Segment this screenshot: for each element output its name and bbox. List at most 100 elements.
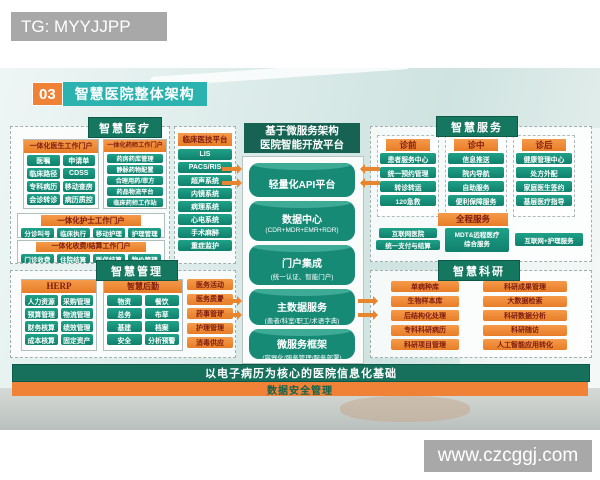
pharmacist-portal-header: 一体化药师工作门户 bbox=[104, 140, 166, 152]
layer-title: 数据中心 bbox=[282, 215, 322, 226]
list-item: 护理管理 bbox=[187, 322, 233, 334]
list-item: 绩效管理 bbox=[60, 321, 93, 332]
list-item: 医务活动 bbox=[187, 279, 233, 290]
panel-smart-research: 单病种库生物样本库后结构化处理专科科研病历科研项目管理 科研成果管理大数据检索科… bbox=[370, 270, 592, 358]
list-item: 科研随访 bbox=[483, 324, 567, 336]
pharmacist-portal-items: 药房药库管理静脉药物配置合理用药/审方药品物流平台临床药师工作站 bbox=[104, 152, 166, 209]
list-item: 移动查房 bbox=[62, 181, 95, 192]
list-item: 健康管理中心 bbox=[516, 153, 572, 164]
list-item: 合理用药/审方 bbox=[107, 176, 163, 185]
list-item: 药品物流平台 bbox=[107, 187, 163, 196]
internet-nursing-box: 互联网+护理服务 bbox=[515, 233, 583, 246]
list-item: 统一预约管理 bbox=[380, 167, 436, 178]
logistics-header: 智慧后勤 bbox=[104, 280, 182, 293]
list-item: 手术麻醉 bbox=[178, 227, 232, 238]
hand bbox=[340, 396, 470, 422]
billing-portal: 一体化收费/结算工作门户 门诊收费住院结算医保结算物价管理 bbox=[17, 240, 165, 263]
list-item: 临床药师工作站 bbox=[107, 198, 163, 207]
list-item: 科研成果管理 bbox=[483, 281, 567, 292]
layer-title: 轻量化API平台 bbox=[268, 180, 336, 191]
list-item: 大数据检索 bbox=[483, 295, 567, 307]
list-item: 医嘱 bbox=[27, 155, 60, 166]
panel-smart-management: HERP 人力资源采购管理预算管理物流管理财务核算绩效管理成本核算固定资产 智慧… bbox=[10, 270, 236, 358]
list-item: 科研项目管理 bbox=[391, 339, 459, 350]
service-pre-header: 诊前 bbox=[386, 139, 430, 151]
service-post-items: 健康管理中心处方外配家庭医生签约基层医疗指导 bbox=[514, 153, 574, 206]
list-item: 院内导航 bbox=[448, 167, 504, 178]
service-post-column: 诊后 健康管理中心处方外配家庭医生签约基层医疗指导 bbox=[513, 135, 575, 217]
watermark-top: TG: MYYJJPP bbox=[11, 12, 167, 41]
list-item: 申请单 bbox=[62, 155, 95, 166]
pharmacist-portal: 一体化药师工作门户 药房药库管理静脉药物配置合理用药/审方药品物流平台临床药师工… bbox=[103, 139, 167, 209]
list-item: LIS bbox=[178, 149, 232, 160]
doctor-portal-header: 一体化医生工作门户 bbox=[24, 140, 98, 153]
list-item: 移动护理 bbox=[92, 228, 126, 238]
service-post-header: 诊后 bbox=[522, 139, 566, 151]
list-item: 心电系统 bbox=[178, 214, 232, 225]
list-item: 重症监护 bbox=[178, 240, 232, 251]
center-header-line1: 基于微服务架构 bbox=[265, 125, 339, 137]
list-item: 采购管理 bbox=[60, 295, 93, 306]
nurse-portal-header: 一体化护士工作门户 bbox=[41, 215, 141, 226]
list-item: 消毒供应 bbox=[187, 337, 233, 348]
list-item: 基层医疗指导 bbox=[516, 195, 572, 206]
list-item: 单病种库 bbox=[391, 281, 459, 292]
section-header-smart-medical: 智慧医疗 bbox=[88, 117, 162, 138]
list-item: 分析预警 bbox=[144, 334, 179, 345]
layer-subtitle: (患者/科室/职工/术语字典) bbox=[264, 318, 340, 325]
section-header-smart-management: 智慧管理 bbox=[96, 260, 178, 281]
list-item: 会诊转诊 bbox=[27, 194, 60, 205]
mdt-line2: 综合服务 bbox=[464, 241, 490, 248]
list-item: 静脉药物配置 bbox=[107, 165, 163, 174]
layer-subtitle: (统一认证、智能门户) bbox=[270, 274, 334, 281]
billing-portal-items: 门诊收费住院结算医保结算物价管理 bbox=[18, 252, 164, 265]
flow-arrow-icon bbox=[222, 178, 242, 188]
herp-header: HERP bbox=[22, 280, 96, 293]
list-item: 转诊转运 bbox=[380, 181, 436, 192]
list-item: 处方外配 bbox=[516, 167, 572, 178]
research-right-items: 科研成果管理大数据检索科研数据分析科研随访人工智能应用转化 bbox=[483, 281, 567, 350]
section-header-smart-service: 智慧服务 bbox=[436, 116, 518, 137]
herp-box: HERP 人力资源采购管理预算管理物流管理财务核算绩效管理成本核算固定资产 bbox=[21, 279, 97, 351]
layer-title: 微服务框架 bbox=[277, 340, 327, 351]
service-mid-items: 信息推送院内导航自助服务便利保障服务 bbox=[446, 153, 506, 206]
list-item: 信息推送 bbox=[448, 153, 504, 164]
list-item: 专科科研病历 bbox=[391, 324, 459, 336]
logistics-box: 智慧后勤 物资餐饮总务布草基建档案安全分析预警 bbox=[103, 279, 183, 351]
internet-hospital-box: 互联网医院 bbox=[379, 228, 437, 238]
list-item: 患者服务中心 bbox=[380, 153, 436, 164]
center-platform-header: 基于微服务架构 医院智能开放平台 bbox=[244, 123, 360, 153]
list-item: 医务质量 bbox=[187, 293, 233, 305]
layer-subtitle: (容器化/服务管理/服务部署) bbox=[262, 355, 342, 359]
flow-arrow-icon bbox=[222, 164, 242, 174]
cylinder-api-platform: 轻量化API平台 bbox=[249, 163, 355, 197]
list-item: 预算管理 bbox=[25, 308, 58, 319]
mdt-telemedicine-box: MDT&远程医疗 综合服务 bbox=[445, 228, 509, 252]
list-item: 科研数据分析 bbox=[483, 310, 567, 321]
list-item: 临床路径 bbox=[27, 168, 60, 179]
list-item: 物流管理 bbox=[60, 308, 93, 319]
mdt-line1: MDT&远程医疗 bbox=[454, 232, 500, 239]
list-item: 超声系统 bbox=[178, 175, 232, 186]
watermark-bottom: www.czcggj.com bbox=[424, 440, 592, 472]
list-item: 档案 bbox=[144, 321, 179, 332]
list-item: 后结构化处理 bbox=[391, 310, 459, 321]
research-left-items: 单病种库生物样本库后结构化处理专科科研病历科研项目管理 bbox=[391, 281, 459, 350]
list-item: 固定资产 bbox=[60, 334, 93, 345]
footer-emr-base-bar: 以电子病历为核心的医院信息化基础 bbox=[12, 364, 590, 382]
management-side-items: 医务活动医务质量药事管理护理管理消毒供应 bbox=[187, 279, 233, 348]
flow-arrow-icon bbox=[358, 310, 378, 320]
list-item: 药房药库管理 bbox=[107, 154, 163, 163]
nurse-portal-items: 分诊叫号临床执行移动护理护理管理 bbox=[18, 226, 164, 240]
list-item: 基建 bbox=[107, 321, 142, 332]
layer-subtitle: (CDR+MDR+EMR+RDR) bbox=[265, 227, 339, 234]
flow-arrow-icon bbox=[222, 310, 242, 320]
section-header-smart-research: 智慧科研 bbox=[438, 260, 520, 281]
